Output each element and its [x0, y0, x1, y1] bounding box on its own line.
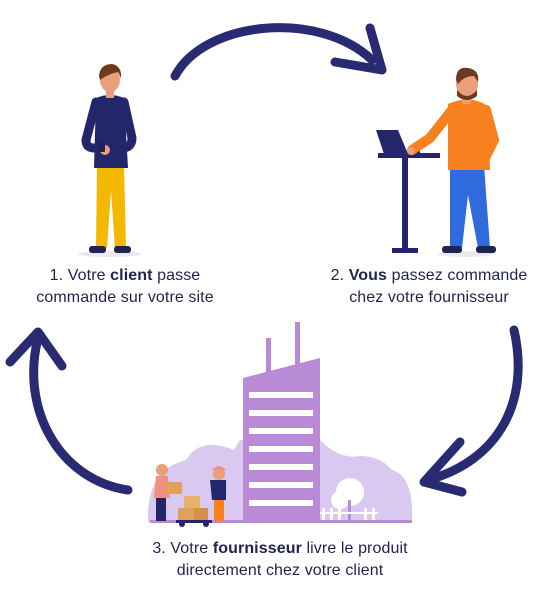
- step-1-number: 1.: [49, 267, 64, 284]
- step-1-caption: 1. Votre client passe commande sur votre…: [0, 265, 250, 309]
- curved-arrow-top-icon: [170, 23, 387, 81]
- step-2-strong: Vous: [348, 267, 388, 284]
- step-3-text-before: Votre: [170, 540, 209, 557]
- step-1-text-before: Votre: [67, 267, 106, 284]
- customer-person-icon: [78, 64, 142, 257]
- step-2-number: 2.: [330, 267, 345, 284]
- step-1-text-after: passe: [157, 267, 201, 284]
- step-3-caption: 3. Votre fournisseur livre le produit di…: [80, 538, 480, 582]
- merchant-laptop-icon: [376, 67, 500, 257]
- step-2-text-after: passez commande: [391, 267, 528, 284]
- step-3-strong: fournisseur: [212, 540, 302, 557]
- supplier-warehouse-scene-icon: [147, 322, 413, 527]
- step-2-line-2: chez votre fournisseur: [349, 289, 509, 306]
- step-3-line-2: directement chez votre client: [176, 562, 384, 579]
- curved-arrow-left-icon: [5, 327, 133, 495]
- step-2-caption: 2. Vous passez commande chez votre fourn…: [300, 265, 558, 309]
- step-3-number: 3.: [152, 540, 166, 557]
- curved-arrow-right-icon: [419, 325, 523, 497]
- step-1-strong: client: [110, 267, 153, 284]
- step-3-text-after: livre le produit: [306, 540, 408, 557]
- step-1-line-2: commande sur votre site: [36, 289, 214, 306]
